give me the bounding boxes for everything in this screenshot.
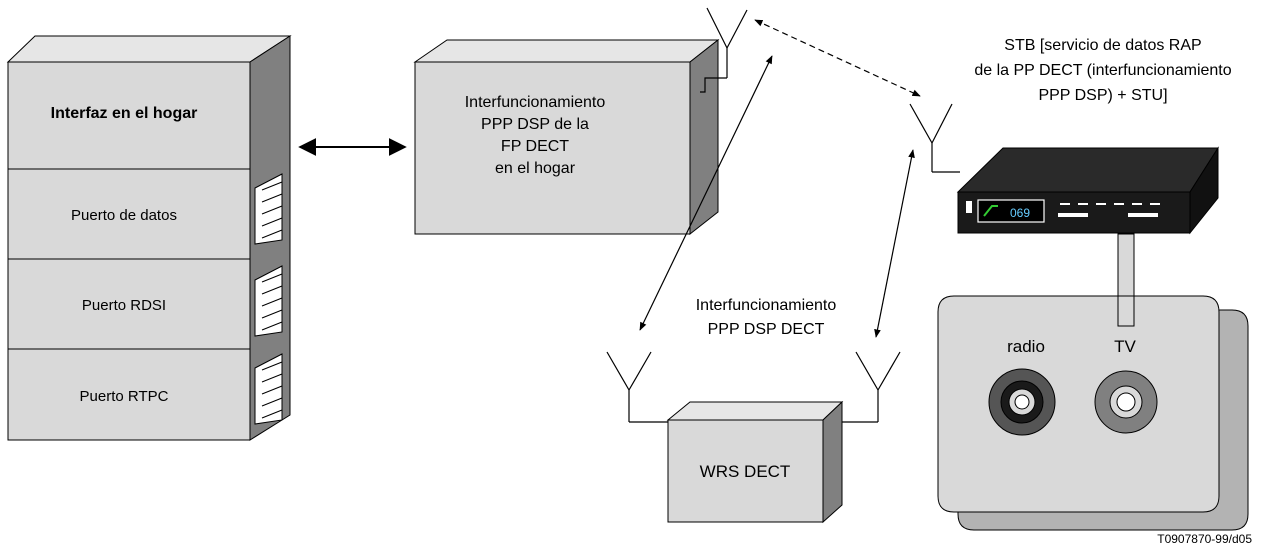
fp-box-line-4: en el hogar (495, 160, 576, 177)
port-label-data: Puerto de datos (71, 207, 177, 224)
home-interface-unit: Interfaz en el hogar Puerto de datos Pue… (6, 35, 292, 441)
wrs-box-side (822, 400, 843, 524)
connector-rtpc (254, 353, 283, 425)
wall-panel-face (937, 295, 1220, 513)
stb-power-icon (966, 201, 972, 213)
wrs-label-line-2: PPP DSP DECT (708, 321, 825, 338)
wrs-dect-box: WRS DECT (666, 400, 844, 524)
fp-dect-box: Interfuncionamiento PPP DSP de la FP DEC… (413, 38, 720, 236)
tv-label: TV (1114, 337, 1136, 356)
fp-box-line-1: Interfuncionamiento (465, 94, 606, 111)
port-label-rdsi: Puerto RDSI (82, 297, 166, 314)
radio-link-fp-wrs (639, 55, 773, 331)
wall-panel: radio TV (937, 295, 1249, 531)
stb-label-line-2: de la PP DECT (interfuncionamiento (974, 62, 1231, 79)
wall-panel-cable-entry (1117, 295, 1135, 327)
wrs-label-line-1: Interfuncionamiento (696, 297, 837, 314)
wrs-left-antenna-icon (606, 351, 668, 423)
fp-box-line-2: PPP DSP de la (481, 116, 589, 133)
interface-title: Interfaz en el hogar (51, 105, 198, 122)
connector-rdsi (254, 265, 283, 337)
stb-device: 069 (956, 146, 1219, 235)
wrs-box-top (666, 401, 844, 421)
fp-box-line-3: FP DECT (501, 138, 569, 155)
interface-section (7, 61, 251, 170)
stb-label-line-3: PPP DSP) + STU] (1038, 87, 1167, 104)
connector-data (254, 173, 283, 245)
radio-link-fp-stb (754, 19, 921, 97)
stb-display-text: 069 (1010, 206, 1030, 220)
stb-label-line-1: STB [servicio de datos RAP (1004, 37, 1201, 54)
stb-antenna-icon (909, 103, 960, 173)
radio-link-stb-wrs (874, 149, 915, 338)
wrs-box-front (667, 419, 824, 523)
radio-socket-icon (988, 368, 1056, 436)
stb-top (956, 147, 1219, 193)
tower-top (6, 35, 292, 63)
stb-signal-icon (983, 205, 998, 217)
fp-box-top (413, 39, 720, 63)
fp-box-side (689, 38, 719, 236)
figure-id: T0907870-99/d05 (1157, 532, 1252, 546)
radio-label: radio (1007, 337, 1045, 356)
tv-socket-icon (1094, 370, 1158, 434)
wrs-right-antenna-icon (840, 351, 901, 423)
stb-buttons (1058, 203, 1160, 217)
wrs-box-label: WRS DECT (700, 462, 791, 481)
port-section-rdsi (7, 258, 251, 350)
port-label-rtpc: Puerto RTPC (80, 388, 169, 405)
port-section-rtpc (7, 348, 251, 441)
